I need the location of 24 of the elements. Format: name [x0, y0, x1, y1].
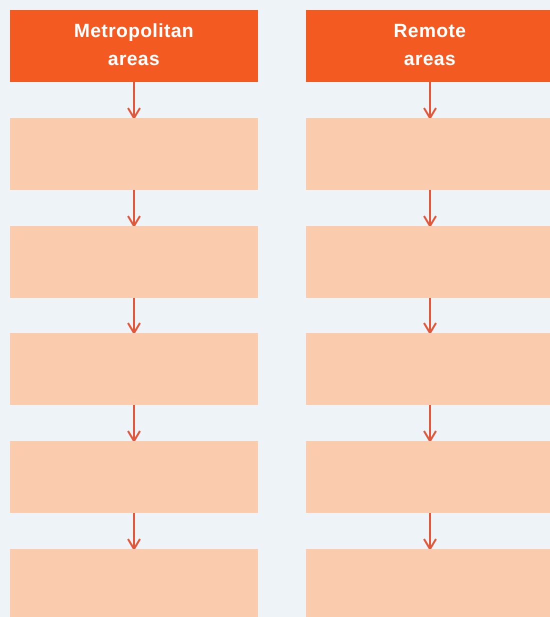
- arrow: [423, 298, 437, 334]
- empty-box: [10, 333, 258, 405]
- header-text: Metropolitan areas: [74, 20, 194, 72]
- header-text: Remote areas: [392, 20, 468, 72]
- arrow: [423, 405, 437, 442]
- arrow: [423, 190, 437, 227]
- arrow: [127, 82, 141, 119]
- empty-box: [306, 118, 550, 190]
- arrow: [423, 513, 437, 550]
- arrow: [127, 513, 141, 550]
- empty-box: [306, 226, 550, 298]
- header-box: [306, 10, 550, 82]
- arrow: [127, 190, 141, 227]
- arrow: [423, 82, 437, 119]
- empty-box: [10, 118, 258, 190]
- empty-box: [306, 549, 550, 617]
- empty-box: [10, 441, 258, 513]
- empty-box: [10, 549, 258, 617]
- arrow: [127, 405, 141, 442]
- header-box: [10, 10, 258, 82]
- empty-box: [10, 226, 258, 298]
- empty-box: [306, 441, 550, 513]
- arrow: [127, 298, 141, 334]
- empty-box: [306, 333, 550, 405]
